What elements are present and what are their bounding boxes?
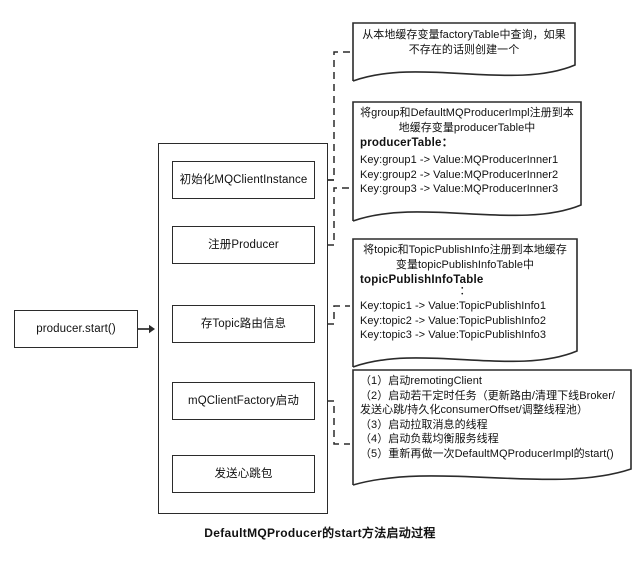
- annotation-card-factory-table: 从本地缓存变量factoryTable中查询，如果不存在的话则创建一个: [352, 22, 576, 89]
- entry-node-producer-start: producer.start(): [14, 310, 138, 348]
- annotation-card-topic-publish-info-table: 将topic和TopicPublishInfo注册到本地缓存变量topicPub…: [352, 238, 578, 375]
- entry-node-label: producer.start(): [36, 322, 116, 335]
- annotation-entry: Key:topic1 -> Value:TopicPublishInfo1: [360, 300, 547, 313]
- annotation-card-mqclientfactory-start: （1）启动remotingClient （2）启动若干定时任务（更新路由/清理下…: [352, 369, 632, 493]
- annotation-entry: Key:group1 -> Value:MQProducerInner1: [360, 154, 559, 167]
- flow-node-send-heartbeat: 发送心跳包: [172, 455, 315, 493]
- flow-node-register-producer: 注册Producer: [172, 226, 315, 264]
- annotation-step: （1）启动remotingClient: [360, 375, 482, 387]
- flow-node-label: 存Topic路由信息: [200, 317, 287, 330]
- annotation-key-title: producerTable：: [360, 137, 454, 150]
- annotation-entry: Key:group2 -> Value:MQProducerInner2: [360, 168, 559, 181]
- diagram-caption: DefaultMQProducer的start方法启动过程: [204, 526, 436, 540]
- annotation-body: 将topic和TopicPublishInfo注册到本地缓存变量topicPub…: [352, 238, 578, 343]
- annotation-entry: Key:topic2 -> Value:TopicPublishInfo2: [360, 314, 547, 327]
- annotation-colon: ：: [459, 285, 471, 298]
- annotation-body: （1）启动remotingClient （2）启动若干定时任务（更新路由/清理下…: [352, 369, 632, 461]
- annotation-body: 从本地缓存变量factoryTable中查询，如果不存在的话则创建一个: [352, 22, 576, 57]
- annotation-entry: Key:topic3 -> Value:TopicPublishInfo3: [360, 329, 547, 342]
- flow-node-label: 注册Producer: [208, 238, 279, 251]
- flow-node-mqclientfactory-start: mQClientFactory启动: [172, 382, 315, 420]
- annotation-entry-list: Key:group1 -> Value:MQProducerInner1 Key…: [360, 153, 574, 197]
- torn-paper-outline: [352, 369, 632, 486]
- torn-paper-outline: [352, 22, 576, 82]
- annotation-step: （3）启动拉取消息的线程: [360, 418, 488, 431]
- annotation-step: （5）重新再做一次DefaultMQProducerImpl的start(): [360, 447, 614, 460]
- annotation-card-producer-table: 将group和DefaultMQProducerImpl注册到本地缓存变量pro…: [352, 101, 582, 229]
- flow-node-store-topic-route: 存Topic路由信息: [172, 305, 315, 343]
- annotation-entry: Key:group3 -> Value:MQProducerInner3: [360, 183, 559, 196]
- annotation-head-text: 将group和DefaultMQProducerImpl注册到本地缓存变量pro…: [360, 107, 574, 134]
- torn-paper-outline: [352, 238, 578, 368]
- annotation-step: （2）启动若干定时任务（更新路由/清理下线Broker/发送心跳/持久化cons…: [360, 389, 616, 417]
- flow-node-label: mQClientFactory启动: [188, 394, 299, 407]
- annotation-body: 将group和DefaultMQProducerImpl注册到本地缓存变量pro…: [352, 101, 582, 197]
- flow-node-label: 发送心跳包: [214, 467, 273, 480]
- flow-node-init-mqclientinstance: 初始化MQClientInstance: [172, 161, 315, 199]
- flow-node-label: 初始化MQClientInstance: [179, 173, 308, 186]
- annotation-head-text: 将topic和TopicPublishInfo注册到本地缓存变量topicPub…: [363, 244, 567, 271]
- annotation-key-title: topicPublishInfoTable: [360, 274, 484, 287]
- annotation-entry-list: Key:topic1 -> Value:TopicPublishInfo1 Ke…: [360, 299, 570, 343]
- torn-paper-outline: [352, 101, 582, 222]
- annotation-head-text: 从本地缓存变量factoryTable中查询，如果不存在的话则创建一个: [362, 29, 566, 56]
- annotation-step: （4）启动负载均衡服务线程: [360, 433, 499, 446]
